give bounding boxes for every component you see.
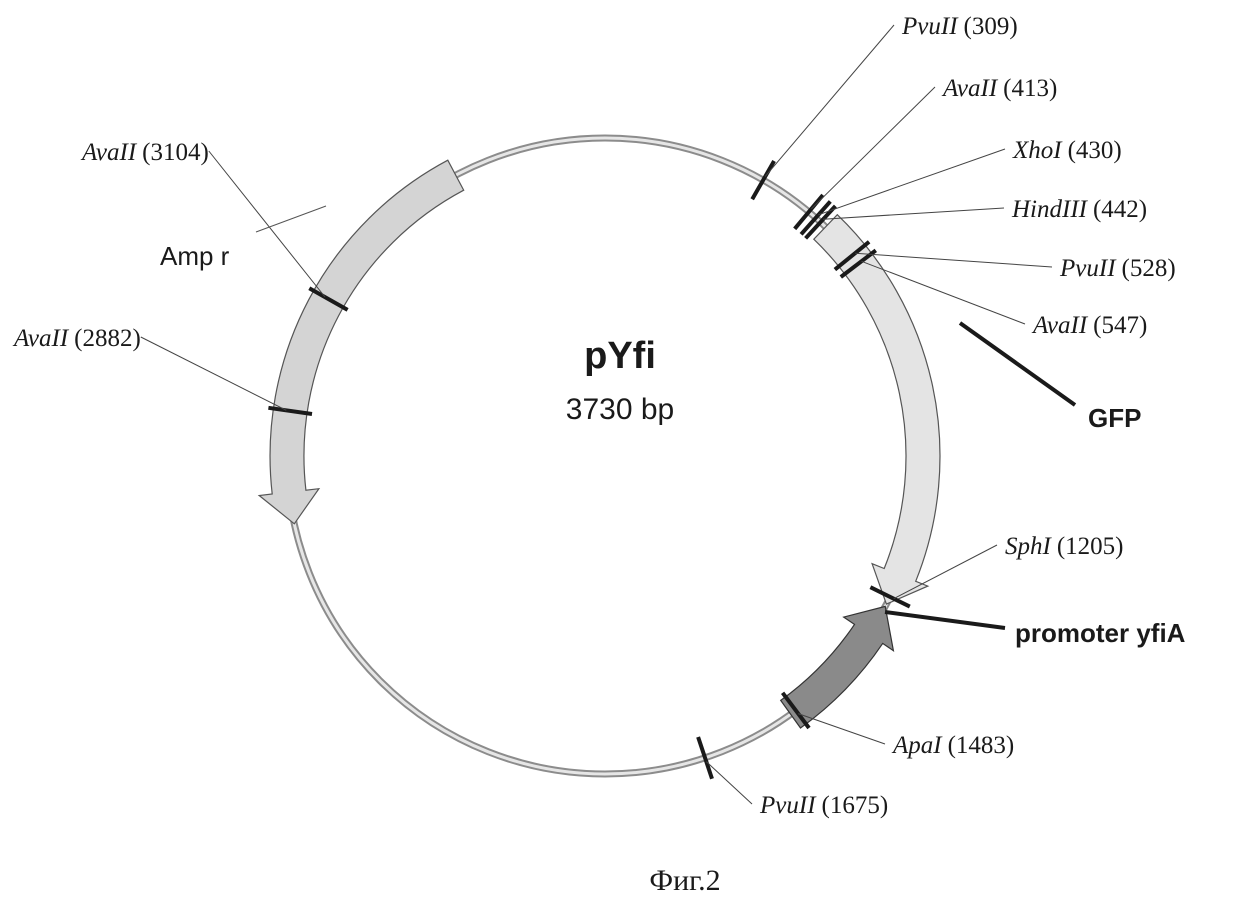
amp-label-leader bbox=[256, 206, 326, 232]
plasmid-name: pYfi bbox=[584, 335, 656, 377]
site-label-pvuii-528: PvuII(528) bbox=[1059, 255, 1176, 282]
plasmid-size: 3730 bp bbox=[566, 393, 674, 426]
gfp-label: GFP bbox=[1088, 403, 1141, 433]
site-leader-avaii-2882 bbox=[141, 337, 286, 410]
feature-arrows bbox=[259, 160, 940, 728]
amp-resistance-arrow bbox=[259, 160, 464, 524]
promoter-yfia-label: promoter yfiA bbox=[1015, 618, 1186, 648]
site-leader-pvuii-528 bbox=[855, 253, 1052, 267]
site-label-avaii-547: AvaII(547) bbox=[1031, 312, 1147, 339]
figure-caption: Фиг.2 bbox=[649, 864, 720, 897]
site-label-hindiii-442: HindIII(442) bbox=[1011, 196, 1147, 223]
site-leader-avaii-413 bbox=[811, 87, 935, 209]
site-tick-pvuii-309 bbox=[752, 161, 774, 199]
site-leader-pvuii-1675 bbox=[706, 762, 752, 804]
site-label-xhoi-430: XhoI(430) bbox=[1012, 137, 1122, 164]
site-leader-avaii-3104 bbox=[209, 151, 325, 297]
site-leader-pvuii-309 bbox=[765, 25, 894, 177]
site-label-apai-1483: ApaI(1483) bbox=[891, 732, 1014, 759]
site-label-sphi-1205: SphI(1205) bbox=[1005, 533, 1123, 560]
site-label-pvuii-1675: PvuII(1675) bbox=[759, 792, 888, 819]
site-label-avaii-2882: AvaII(2882) bbox=[12, 325, 141, 352]
promoter-label-leader bbox=[885, 612, 1005, 628]
site-label-pvuii-309: PvuII(309) bbox=[901, 13, 1018, 40]
site-leader-hindiii-442 bbox=[823, 208, 1004, 219]
site-leader-xhoi-430 bbox=[818, 149, 1005, 215]
site-label-avaii-3104: AvaII(3104) bbox=[80, 139, 209, 166]
site-leader-apai-1483 bbox=[798, 714, 885, 744]
amp-resistance-label: Amp r bbox=[160, 241, 230, 271]
site-label-avaii-413: AvaII(413) bbox=[941, 75, 1057, 102]
gfp-arrow bbox=[814, 215, 940, 604]
